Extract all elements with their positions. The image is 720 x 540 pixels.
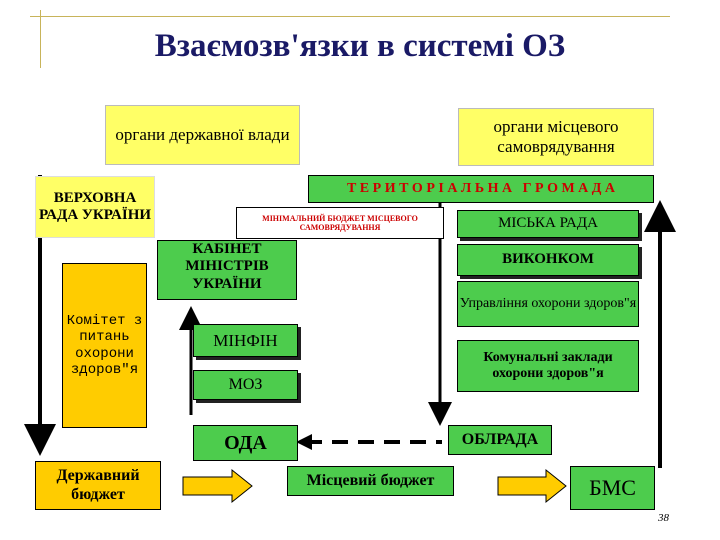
health-department-label: Управління охорони здоров"я [459,295,637,311]
local-budget-box: Місцевий бюджет [287,466,454,496]
local-budget-label: Місцевий бюджет [306,471,435,489]
slide-title: Взаємозв'язки в системі ОЗ [154,28,566,64]
municipal-facilities-label: Комунальні заклади охорони здоров"я [483,349,613,381]
oda-label: ОДА [224,431,267,454]
state-bodies-label: органи державної влади [115,125,290,145]
oblrada-label: ОБЛРАДА [461,430,539,448]
minfin-box: МІНФІН [193,324,298,357]
executive-committee-label: ВИКОНКОМ [502,251,594,268]
minfin-label: МІНФІН [213,330,278,350]
oblrada-box: ОБЛРАДА [448,425,552,455]
health-committee-box: Комітет з питань охорони здоров"я [62,263,147,428]
moz-box: МОЗ [193,370,298,400]
verkhovna-rada-label: ВЕРХОВНА РАДА УКРАЇНИ [38,189,152,223]
executive-committee-box: ВИКОНКОМ [457,244,639,276]
local-bodies-box: органи місцевого самоврядування [458,108,654,166]
territorial-community-box: Т Е Р И Т О Р І А Л Ь Н А Г Р О М А Д А [308,175,654,203]
oda-box: ОДА [193,425,298,461]
decorative-left-line [40,10,41,68]
verkhovna-rada-box: ВЕРХОВНА РАДА УКРАЇНИ [35,176,155,238]
local-budget-to-bms-arrow [497,468,567,504]
health-committee-label: Комітет з питань охорони здоров"я [66,313,143,378]
health-department-box: Управління охорони здоров"я [457,281,639,327]
moz-label: МОЗ [228,375,263,393]
state-budget-box: Державний бюджет [35,461,161,510]
slide-number: 38 [658,512,669,524]
oda-arrowhead [296,434,312,450]
state-to-local-budget-arrow [182,468,253,504]
state-budget-label: Державний бюджет [56,467,140,503]
state-bodies-box: органи державної влади [105,105,300,165]
city-council-label: МІСЬКА РАДА [498,215,598,232]
local-bodies-label: органи місцевого самоврядування [493,117,619,156]
cabinet-box: КАБІНЕТ МІНІСТРІВ УКРАЇНИ [157,240,297,300]
city-council-box: МІСЬКА РАДА [457,210,639,238]
bms-box: БМС [570,466,655,510]
min-budget-label: МІНІМАЛЬНИЙ БЮДЖЕТ МІСЦЕВОГО САМОВРЯДУВА… [262,213,418,232]
decorative-top-line [30,16,670,17]
min-budget-box: МІНІМАЛЬНИЙ БЮДЖЕТ МІСЦЕВОГО САМОВРЯДУВА… [236,207,444,239]
municipal-facilities-box: Комунальні заклади охорони здоров"я [457,340,639,392]
bms-label: БМС [589,475,636,501]
cabinet-label: КАБІНЕТ МІНІСТРІВ УКРАЇНИ [185,241,269,292]
territorial-community-label: Т Е Р И Т О Р І А Л Ь Н А Г Р О М А Д А [346,180,616,196]
